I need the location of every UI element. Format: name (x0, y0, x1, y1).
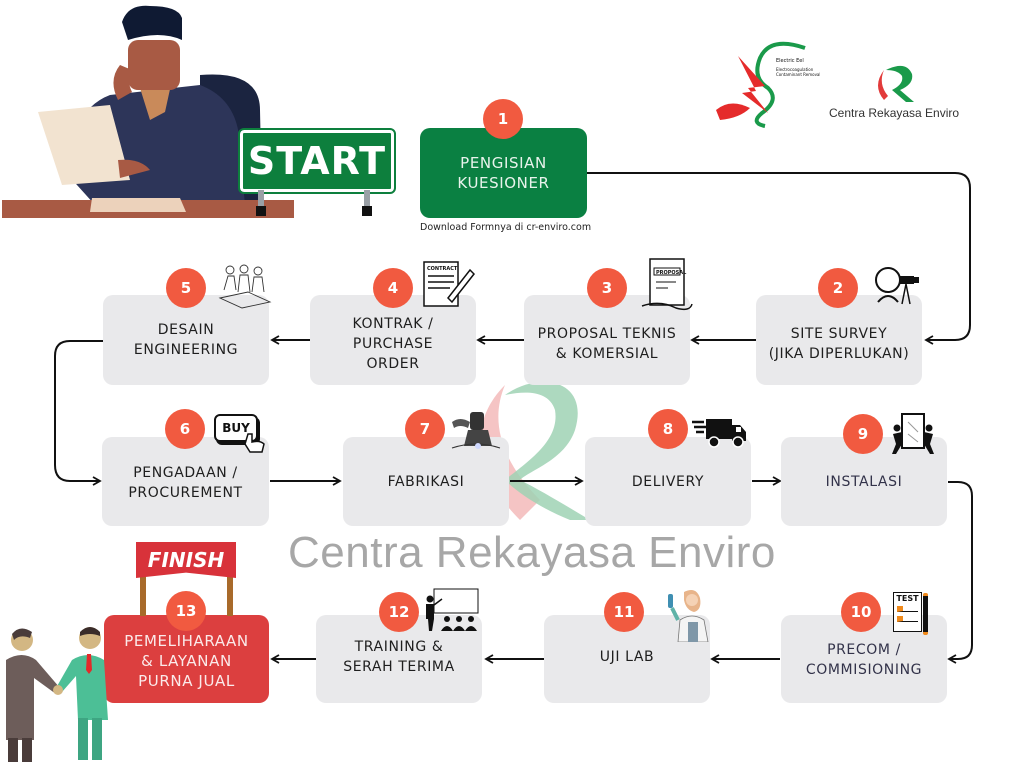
step-12-badge: 12 (379, 592, 419, 632)
connector-5-6 (54, 340, 103, 486)
svg-text:Contaminant Removal: Contaminant Removal (776, 72, 820, 77)
step-7-badge: 7 (405, 409, 445, 449)
step-8-box[interactable]: DELIVERY (585, 437, 751, 526)
finish-banner: FINISH (136, 542, 236, 578)
lab-scientist-icon (668, 590, 709, 642)
step-3-box[interactable]: PROPOSAL TEKNIS & KOMERSIAL (524, 295, 690, 385)
pencil-icon (923, 593, 928, 635)
finish-post-left (140, 572, 146, 616)
test-icon-text: TEST (896, 594, 919, 603)
engineers-sketch-icon (218, 264, 272, 309)
test-checklist-icon: TEST (893, 592, 922, 632)
step-5-box[interactable]: DESAIN ENGINEERING (103, 295, 269, 385)
step-13-box[interactable]: PEMELIHARAAN & LAYANAN PURNA JUAL (104, 615, 269, 703)
buy-button-icon: BUY (214, 414, 258, 442)
step-8-badge: 8 (648, 409, 688, 449)
step-10-label: PRECOM / COMMISIONING (805, 642, 923, 678)
svg-text:Electrocoagulation: Electrocoagulation (776, 67, 814, 72)
step-2-label: SITE SURVEY (JIKA DIPERLUKAN) (768, 326, 910, 362)
step-9-label: INSTALASI (825, 473, 903, 490)
step-8-label: DELIVERY (631, 473, 705, 490)
step-1-badge: 1 (483, 99, 523, 139)
connector-1-2 (586, 172, 971, 345)
finish-post-right (227, 572, 233, 616)
step-5-label: DESAIN ENGINEERING (133, 322, 239, 358)
step-13-label: PEMELIHARAAN & LAYANAN PURNA JUAL (124, 632, 249, 690)
step-9-badge: 9 (843, 414, 883, 454)
step-2-box[interactable]: SITE SURVEY (JIKA DIPERLUKAN) (756, 295, 922, 385)
step-1-box[interactable]: PENGISIAN KUESIONER (420, 128, 587, 218)
contract-pen-icon: CONTRACT (423, 261, 476, 307)
step-10-badge: 10 (841, 592, 881, 632)
step-11-label: UJI LAB (599, 649, 655, 665)
electric-eel-logo-icon: Electric Eel Electrocoagulation Contamin… (716, 41, 820, 128)
step-1-label: PENGISIAN KUESIONER (457, 154, 550, 192)
step-2-badge: 2 (818, 268, 858, 308)
proposal-icon-text: PROPOSAL (656, 270, 687, 276)
step-4-label: KONTRAK / PURCHASE ORDER (352, 316, 434, 372)
step-7-label: FABRIKASI (387, 473, 465, 490)
trainer-audience-icon (426, 588, 479, 631)
contract-icon-text: CONTRACT (427, 266, 458, 272)
step-6-box[interactable]: PENGADAAN / PROCUREMENT (102, 437, 269, 526)
step-5-badge: 5 (166, 268, 206, 308)
cre-logo-text: Centra Rekayasa Enviro (829, 106, 960, 120)
businessman-desk-illustration (2, 5, 294, 218)
surveyor-camera-icon (875, 267, 919, 305)
installation-workers-icon (892, 413, 934, 454)
step-7-box[interactable]: FABRIKASI (343, 437, 509, 526)
step-12-label: TRAINING & SERAH TERIMA (343, 639, 455, 675)
step-3-badge: 3 (587, 268, 627, 308)
cre-logo-icon (878, 65, 914, 102)
handshake-illustration (6, 627, 108, 762)
proposal-document-icon: PROPOSAL (641, 258, 693, 311)
welder-icon (451, 412, 501, 449)
step-6-label: PENGADAAN / PROCUREMENT (128, 464, 243, 501)
pointer-hand-icon (244, 433, 265, 453)
connector-9-10 (947, 481, 973, 664)
step-4-box[interactable]: KONTRAK / PURCHASE ORDER (310, 295, 476, 385)
step-6-badge: 6 (165, 409, 205, 449)
step-11-badge: 11 (604, 592, 644, 632)
eel-logo-text: Electric Eel (776, 58, 804, 64)
start-sign: START (238, 128, 396, 194)
step-3-label: PROPOSAL TEKNIS & KOMERSIAL (537, 326, 677, 362)
step-4-badge: 4 (373, 268, 413, 308)
watermark-text: Centra Rekayasa Enviro (288, 528, 776, 577)
delivery-truck-icon (692, 419, 746, 448)
start-sign-posts (256, 190, 372, 216)
download-form-note: Download Formnya di cr-enviro.com (420, 222, 592, 233)
step-13-badge: 13 (166, 591, 206, 631)
